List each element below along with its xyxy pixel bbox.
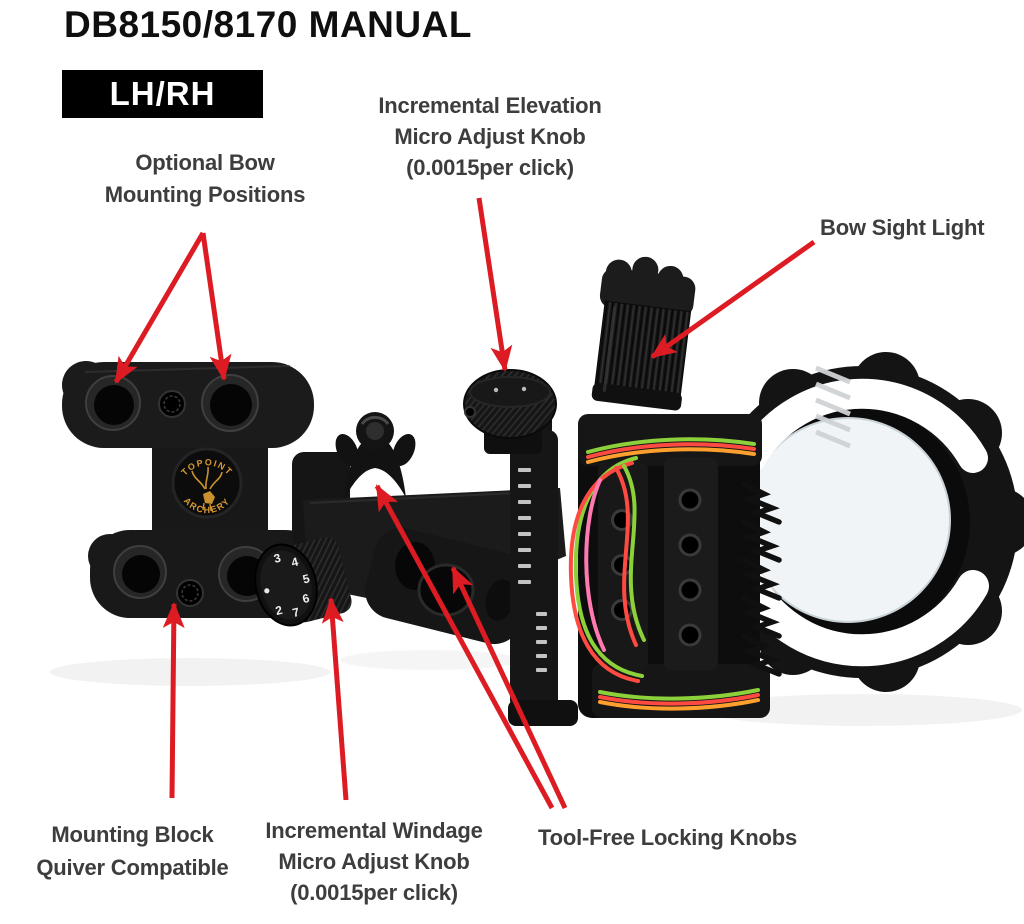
dial-number: 2 [274, 603, 284, 618]
sight-guard-ring [706, 352, 1024, 692]
callout-line: (0.0015per click) [406, 155, 574, 180]
lower-locking-knob [417, 563, 515, 621]
callout-line: Micro Adjust Knob [394, 124, 586, 149]
arrow-elevation [476, 197, 513, 372]
sight-aperture [746, 418, 950, 622]
arrow-windage [321, 597, 349, 801]
dial-number: 4 [290, 555, 300, 570]
callout-line: Bow Sight Light [820, 215, 985, 240]
ring-cutout-bottom [735, 570, 989, 667]
arrow-mounting-block [162, 602, 185, 799]
callout-arrows [113, 197, 816, 810]
callout-sight-light: Bow Sight Light [820, 212, 1024, 244]
callout-elevation-knob: Incremental Elevation Micro Adjust Knob … [340, 90, 640, 183]
sight-pins [718, 477, 782, 677]
arrow-locking-upper [374, 484, 555, 810]
callout-line: Tool-Free Locking Knobs [538, 825, 797, 850]
callout-line: Micro Adjust Knob [278, 849, 470, 874]
arrow-mounting-right [200, 232, 232, 381]
callout-line: Optional Bow [135, 150, 275, 175]
rail-tick-marks [518, 468, 547, 672]
elevation-knob [463, 369, 557, 454]
extension-arm: 3 4 5 6 7 2 [254, 412, 566, 645]
callout-line: Mounting Positions [104, 182, 306, 207]
callout-line: Quiver Compatible [36, 855, 229, 880]
callout-optional-mounting: Optional Bow Mounting Positions [55, 147, 355, 211]
threaded-holes [158, 390, 204, 607]
callout-windage-knob: Incremental Windage Micro Adjust Knob (0… [224, 815, 524, 908]
handedness-badge: LH/RH [62, 70, 263, 118]
dial-number: 7 [291, 605, 301, 620]
callout-line: Incremental Windage [265, 818, 483, 843]
brand-logo: TOPOINT ARCHERY [171, 447, 243, 519]
deer-logo-icon [191, 466, 223, 512]
elevation-spring [815, 365, 851, 449]
dial-number: 6 [301, 591, 311, 606]
callout-locking-knobs: Tool-Free Locking Knobs [538, 822, 838, 854]
bow-sight-light [591, 256, 696, 411]
dial-number: 3 [272, 551, 282, 566]
elevation-rail [463, 369, 578, 726]
callout-line: (0.0015per click) [290, 880, 458, 905]
callout-line: Incremental Elevation [378, 93, 602, 118]
callout-mounting-block: Mounting Block Quiver Compatible [10, 818, 255, 884]
pin-block [568, 414, 782, 718]
arrow-mounting-left [113, 231, 206, 384]
arrow-sight-light [650, 239, 816, 360]
page-title: DB8150/8170 MANUAL [64, 4, 472, 45]
upper-locking-knob [335, 412, 416, 500]
dial-index-dot [264, 588, 270, 594]
dial-number: 5 [301, 571, 311, 586]
arrow-locking-lower [450, 566, 568, 810]
callout-line: Mounting Block [51, 822, 214, 847]
ring-cutout-top [736, 378, 988, 473]
fiber-optic-strands [568, 437, 760, 711]
